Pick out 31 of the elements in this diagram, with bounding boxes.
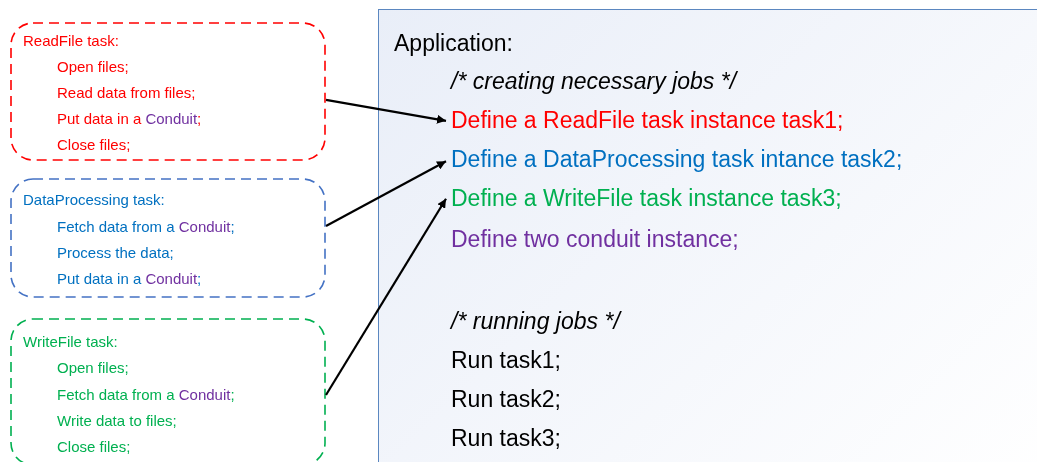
code-line: Run task1; [451,347,561,375]
code-line: Define two conduit instance; [451,226,739,254]
task-step: Put data in a Conduit; [57,110,202,128]
arrow [325,198,447,396]
code-line: Define a WriteFile task instance task3; [451,185,842,213]
task-heading: WriteFile task: [23,333,118,351]
task-heading: ReadFile task: [23,32,119,50]
task-step: Fetch data from a Conduit; [57,386,235,404]
code-line: Define a DataProcessing task intance task2; [451,146,903,174]
task-box [10,318,326,462]
task-box [10,178,326,298]
task-step: Fetch data from a Conduit; [57,218,235,236]
task-box [10,22,326,161]
task-step: Close files; [57,136,131,154]
arrow [325,98,447,124]
code-line: Define a ReadFile task instance task1; [451,107,844,135]
code-comment: /* creating necessary jobs */ [451,68,737,96]
task-step: Read data from files; [57,84,196,102]
code-line: Run task2; [451,386,561,414]
application-panel [378,9,1037,462]
task-step: Open files; [57,58,129,76]
panel-heading: Application: [394,30,513,58]
task-step: Open files; [57,359,129,377]
task-step: Process the data; [57,244,174,262]
code-line: Run task3; [451,425,561,453]
task-heading: DataProcessing task: [23,191,165,209]
task-step: Write data to files; [57,412,177,430]
task-step: Put data in a Conduit; [57,270,202,288]
arrow [325,160,447,227]
task-step: Close files; [57,438,131,456]
code-comment: /* running jobs */ [451,308,620,336]
